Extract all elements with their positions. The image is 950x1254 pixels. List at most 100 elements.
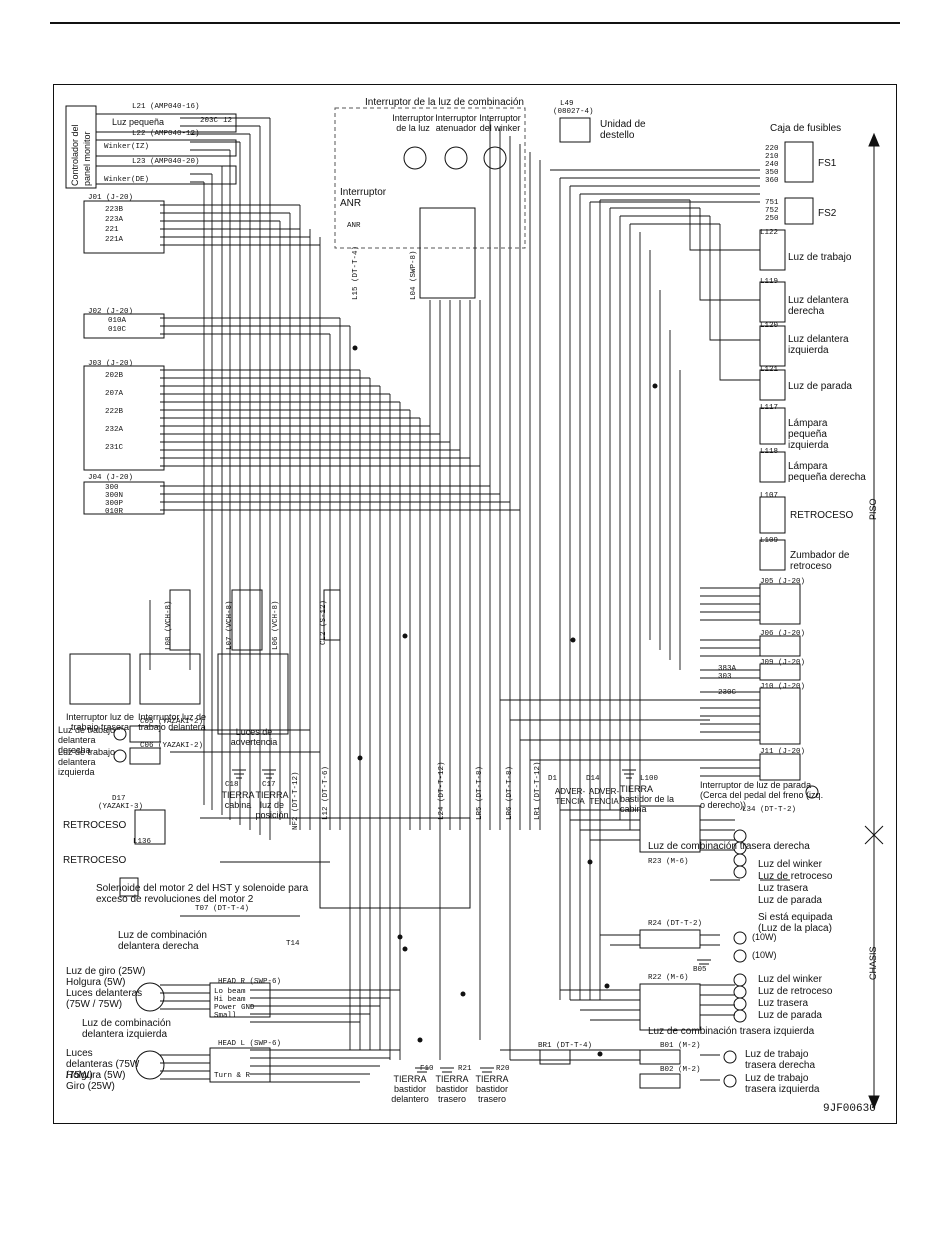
connector-R23: R23 (M-6) [648,858,689,866]
connector-B05: B05 [693,966,707,974]
wire-203C: 203C [200,117,219,125]
label-zumbador: Zumbador de retroceso [790,550,850,572]
label-sw-trabajo-delantera: Interruptor luz de trabajo delantera [137,712,207,732]
diagram-code: 9JF00630 [823,1103,876,1115]
dimmer-switch-symbol [444,146,468,170]
connector-D17: D17 [112,795,126,803]
connector-HEAD-R: HEAD R (SWP-6) [218,978,282,986]
wire-752: 752 [765,207,779,215]
wire-bundle-main [149,117,790,1083]
combination-switch-title: Interruptor de la luz de combinación [365,97,524,108]
junction-dots [352,345,658,1057]
connector-L107: L107 [760,492,779,500]
connector-L06: L06 (VCH-8) [272,600,280,650]
floor-chassis-axis [864,132,884,1110]
label-sw-winker: Interruptor del winker [479,113,521,133]
left-box-label-2: panel monitor [82,131,92,186]
label-luz-de-parada: Luz de parada [758,895,822,906]
label-luces-delanteras: Luces delanteras (75W / 75W) [66,988,143,1010]
connector-J05: J05 (J-20) [760,578,806,586]
label-chasis: CHASIS [868,946,878,980]
label-comb-tras-izq: Luz de combinación trasera izquierda [648,1026,815,1037]
diagram-frame [53,84,897,1124]
label-retroceso: RETROCESO [790,510,854,521]
wire-300: 300 [105,484,119,492]
label-luz-winker: Luz del winker [758,859,822,870]
label-tierra-cabina: TIERRA cabina [221,790,255,810]
label-sw-luz-parada: Interruptor de luz de parada (Cerca del … [700,780,824,810]
label-luz-trasera-2: Luz trasera [758,998,809,1009]
connector-C06: C06 (YAZAKI-2) [140,742,204,750]
connector-L119: L119 [760,278,779,286]
wire-300P: 300P [105,500,124,508]
label-sw-luz: Interruptor de la luz [392,113,434,133]
label-winker-de: Winker(DE) [104,176,150,184]
wire-207A: 207A [105,390,124,398]
label-comb-tras-der: Luz de combinación trasera derecha [648,841,810,852]
label-holgura-5w: Holgura (5W) [66,977,126,988]
connector-C18: C18 [225,781,239,789]
connector-L34: L34 (DT-T-2) [742,806,797,814]
wire-12: 12 [223,117,233,125]
connector-J11: J11 (J-20) [760,748,806,756]
label-si-equipada: Si está equipada (Luz de la placa) [758,912,833,934]
label-small: Small [214,1012,237,1020]
connector-R21: R21 [458,1065,472,1073]
connector-LR6: LR6 (DT-T-8) [506,765,514,820]
connector-D17-sub: (YAZAKI-3) [98,803,144,811]
connector-L12: L12 (DT-T-6) [322,765,330,820]
label-tierra-bd: TIERRA bastidor delantero [391,1074,429,1104]
label-luces-del-l: Luces delanteras (75W /75W) [66,1048,140,1081]
label-giro-l: Giro (25W) [66,1081,115,1092]
label-luz-winker-2: Luz del winker [758,974,822,985]
label-piso: PISO [868,498,878,520]
label-giro-25w: Luz de giro (25W) [66,966,146,977]
label-tierra-bastidor-cabina: TIERRA bastidor de la cabina [620,784,675,814]
label-lt-tras-der: Luz de trabajo trasera derecha [745,1049,816,1071]
wire-232A: 232A [105,426,124,434]
connector-L15: L15 (DT-T-4) [352,245,360,300]
connector-D14: D14 [586,775,600,783]
label-fuse-box: Caja de fusibles [770,123,842,134]
connector-L04: L04 (SWP-8) [410,250,418,300]
wire-230C: 230C [718,689,737,697]
connector-L08: L08 (VCH-8) [165,600,173,650]
connector-J02: J02 (J-20) [88,308,134,316]
label-luz-trasera: Luz trasera [758,883,809,894]
connector-J06: J06 (J-20) [760,630,806,638]
lamp-symbols [113,727,819,1088]
connector-B01: B01 (M-2) [660,1042,701,1050]
connector-boxes [65,105,814,1089]
connector-L118: L118 [760,448,779,456]
label-luz-del-der: Luz delantera derecha [788,295,849,317]
connector-L109: L109 [760,537,779,545]
wire-220: 220 [765,145,779,153]
wire-223A: 223A [105,216,124,224]
label-10w-a: (10W) [752,932,777,942]
label-advertencia-d14: ADVER- TENCIA [588,787,620,806]
connector-T07: T07 (DT-T-4) [195,905,250,913]
wire-010A: 010A [108,317,127,325]
label-luz-de-parada-2: Luz de parada [758,1010,822,1021]
connector-LR5: LR5 (DT-T-8) [476,765,484,820]
connector-L136: L136 [133,838,152,846]
label-comb-del-der: Luz de combinación delantera derecha [118,930,207,952]
label-luz-retroceso-2: Luz de retroceso [758,986,833,997]
wire-383A: 383A [718,665,737,673]
wire-231C: 231C [105,444,124,452]
label-advertencia-d1: ADVER- TENCIA [554,787,586,806]
wire-300N: 300N [105,492,124,500]
connector-C17: C17 [262,781,276,789]
label-luz-retroceso: Luz de retroceso [758,871,833,882]
wire-222B: 222B [105,408,124,416]
label-lt-del-izq: Luz de trabajo delantera izquierda [58,747,116,777]
connector-HEAD-L: HEAD L (SWP-6) [218,1040,282,1048]
connector-F10: F10 [420,1065,434,1073]
connector-B02: B02 (M-2) [660,1066,701,1074]
connector-L22: L22 (AMP040-12) [132,130,200,138]
connector-L49: L49 [560,100,574,108]
connector-J03: J03 (J-20) [88,360,134,368]
top-rule [50,22,900,24]
connector-L23: L23 (AMP040-20) [132,158,200,166]
